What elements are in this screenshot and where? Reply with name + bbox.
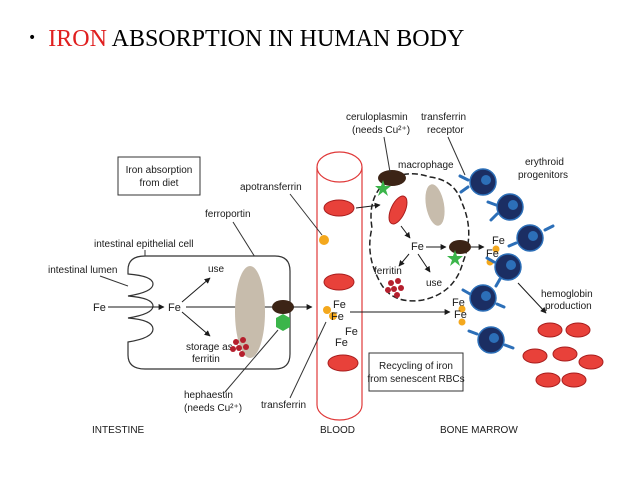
fe-to-use-arrow — [181, 277, 211, 303]
ceruloplasmin-dot — [378, 170, 406, 186]
transferrin-fe-dot-2 — [329, 312, 337, 320]
ferritin-cluster-macrophage — [385, 278, 404, 298]
transferrin-receptor-pointer — [447, 136, 466, 176]
use-macrophage-label: use — [426, 278, 443, 289]
erythroid-progenitor-2 — [486, 193, 524, 222]
recycling-label-1: Recycling of iron — [379, 361, 453, 372]
ferroportin-icon — [272, 300, 294, 314]
fe-blood-label-2: Fe — [331, 311, 344, 323]
fe-marrow-label-2: Fe — [486, 248, 499, 260]
intestinal-lumen-pointer — [99, 275, 129, 287]
fe-marrow-dot-3 — [458, 305, 466, 313]
macrophage-organelle — [425, 184, 445, 226]
transferrin-fe-dot-1 — [323, 306, 331, 314]
fe-marrow-label-1: Fe — [492, 235, 505, 247]
fe-blood-label-1: Fe — [333, 299, 346, 311]
use-label: use — [208, 264, 225, 275]
blood-vessel-bottom — [316, 404, 363, 421]
fe-lumen-label: Fe — [93, 302, 106, 314]
iron-absorption-label-1: Iron absorption — [126, 165, 193, 176]
rbc-blood-1 — [323, 199, 355, 217]
hephaestin-label-2: (needs Cu²⁺) — [184, 403, 242, 414]
transferrin-pointer — [289, 321, 327, 399]
section-label-bone-marrow: BONE MARROW — [440, 425, 518, 436]
transferrin-receptor-label-1: transferrin — [421, 112, 466, 123]
hemoglobin-label-1: hemoglobin — [541, 289, 593, 300]
macrophage-ceruloplasmin-icon — [447, 250, 463, 266]
ceruloplasmin-pointer — [383, 136, 391, 173]
rbc-blood-2 — [323, 273, 355, 291]
hemoglobin-arrow — [517, 282, 547, 314]
ceruloplasmin-star-icon — [375, 180, 391, 196]
macrophage-label: macrophage — [398, 160, 454, 171]
iron-absorption-box — [117, 156, 201, 196]
rbc-in-macrophage — [388, 195, 408, 225]
rbc-marrow-4 — [552, 346, 578, 362]
fe-to-use-macrophage-arrow — [417, 253, 431, 273]
title-highlight: IRON — [48, 26, 107, 52]
rbc-marrow-2 — [565, 322, 591, 338]
ferritin-cluster-intestine — [230, 337, 249, 357]
erythroid-progenitor-5 — [461, 284, 506, 312]
rbc-to-fe-arrow — [400, 225, 411, 239]
erythroid-progenitor-6 — [467, 326, 515, 354]
fe-macrophage-label: Fe — [411, 241, 424, 253]
transferrin-receptor-label-2: receptor — [427, 125, 464, 136]
rbc-marrow-1 — [537, 322, 563, 338]
section-label-intestine: INTESTINE — [92, 425, 145, 436]
title-bullet: • — [28, 30, 37, 46]
iron-absorption-label-2: from diet — [140, 178, 179, 189]
ceruloplasmin-label-1: ceruloplasmin — [346, 112, 408, 123]
ceruloplasmin-label-2: (needs Cu²⁺) — [352, 125, 410, 136]
apotransferrin-pointer — [289, 193, 323, 236]
rbc-blood-3 — [327, 354, 359, 372]
fe-marrow-dot-1 — [492, 245, 500, 253]
rbc-marrow-7 — [561, 372, 587, 388]
hemoglobin-label-2: production — [545, 301, 592, 312]
intestinal-cell-label: intestinal epithelial cell — [94, 239, 194, 250]
fe-to-ferritin-arrow — [398, 253, 410, 267]
hephaestin-pointer — [224, 329, 279, 393]
fe-blood-label-3: Fe — [345, 326, 358, 338]
ferritin-macrophage-label: ferritin — [374, 266, 402, 277]
apotransferrin-icon — [319, 235, 329, 245]
erythroid-label-1: erythroid — [525, 157, 564, 168]
title-rest: ABSORPTION IN HUMAN BODY — [106, 26, 465, 52]
fe-blood-label-4: Fe — [335, 337, 348, 349]
fe-cell-label: Fe — [168, 302, 181, 314]
hephaestin-label-1: hephaestin — [184, 390, 233, 401]
golgi-organelle — [235, 266, 265, 358]
storage-label-1: storage as — [186, 342, 233, 353]
fe-marrow-label-4: Fe — [454, 309, 467, 321]
erythroid-progenitor-3 — [507, 224, 555, 252]
hephaestin-icon — [276, 314, 290, 331]
recycling-label-2: from senescent RBCs — [367, 374, 464, 385]
apotransferrin-label: apotransferrin — [240, 182, 302, 193]
macrophage-exporter-icon — [449, 240, 471, 254]
erythroid-label-2: progenitors — [518, 170, 568, 181]
intestinal-lumen-label: intestinal lumen — [48, 265, 117, 276]
rbc-marrow-3 — [522, 348, 548, 364]
slide-title: • IRON ABSORPTION IN HUMAN BODY — [28, 26, 464, 53]
rbc-to-macrophage-arrow — [355, 202, 381, 209]
transferrin-label: transferrin — [261, 400, 306, 411]
fe-marrow-dot-4 — [458, 318, 466, 326]
blood-vessel-walls — [316, 167, 363, 405]
erythroid-progenitor-1 — [458, 168, 497, 196]
fe-to-storage-arrow — [181, 311, 211, 337]
ferroportin-label: ferroportin — [205, 209, 251, 220]
rbc-marrow-6 — [535, 372, 561, 388]
section-label-blood: BLOOD — [320, 425, 355, 436]
recycling-box — [368, 352, 464, 392]
rbc-marrow-5 — [578, 354, 604, 370]
storage-label-2: ferritin — [192, 354, 220, 365]
erythroid-progenitor-4 — [485, 253, 522, 288]
blood-vessel-top-opening — [316, 151, 363, 183]
